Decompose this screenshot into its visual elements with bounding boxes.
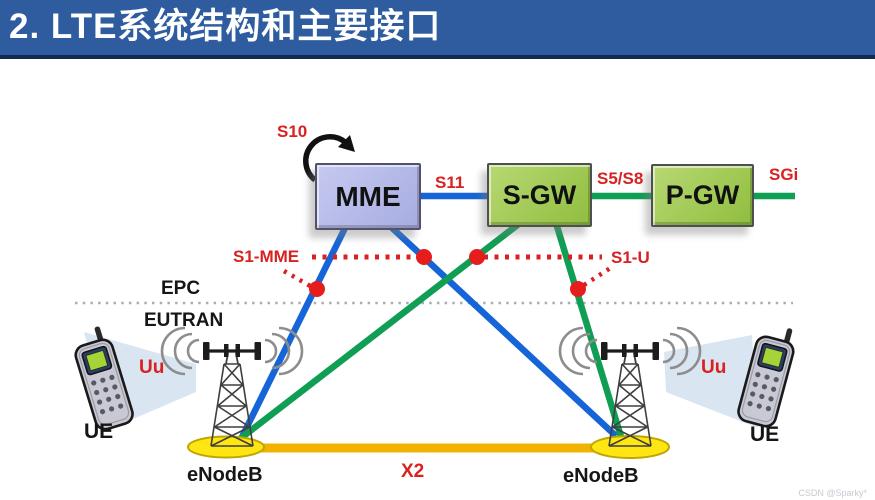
s5s8-interface-label: S5/S8 bbox=[597, 169, 644, 188]
watermark: CSDN @Sparky* bbox=[798, 488, 867, 498]
mme-node-label: MME bbox=[317, 165, 419, 228]
enodeb-right-ground bbox=[590, 435, 670, 459]
slide-header: 2. LTE系统结构和主要接口 bbox=[0, 0, 875, 59]
radio-beam-right bbox=[664, 335, 758, 428]
uu-left-interface-label: Uu bbox=[139, 357, 165, 378]
sgw-node-label: S-GW bbox=[489, 165, 590, 225]
s10-loop-arrow bbox=[303, 134, 355, 183]
enodeb-left-label: eNodeB bbox=[187, 464, 263, 486]
eutran-region-label: EUTRAN bbox=[144, 310, 224, 331]
s11-interface-label: S11 bbox=[435, 173, 465, 192]
s1-mme-interface-label: S1-MME bbox=[233, 247, 300, 266]
page-title: 2. LTE系统结构和主要接口 bbox=[9, 7, 442, 46]
mme-node: MME bbox=[315, 163, 421, 230]
s10-interface-label: S10 bbox=[277, 122, 308, 141]
epc-region-label: EPC bbox=[161, 278, 201, 299]
ue-left-label: UE bbox=[84, 420, 114, 443]
x2-interface-label: X2 bbox=[401, 461, 425, 482]
s1-interface-dots bbox=[309, 249, 586, 297]
pgw-node: P-GW bbox=[651, 164, 754, 227]
s1-interface-pointers bbox=[282, 254, 614, 289]
sgi-interface-label: SGi bbox=[769, 165, 799, 184]
ue-right-label: UE bbox=[750, 423, 780, 446]
uu-right-interface-label: Uu bbox=[701, 357, 727, 378]
enodeb-right-label: eNodeB bbox=[563, 465, 639, 487]
sgw-node: S-GW bbox=[487, 163, 592, 227]
pgw-node-label: P-GW bbox=[653, 166, 752, 225]
s1-u-interface-label: S1-U bbox=[611, 248, 650, 267]
